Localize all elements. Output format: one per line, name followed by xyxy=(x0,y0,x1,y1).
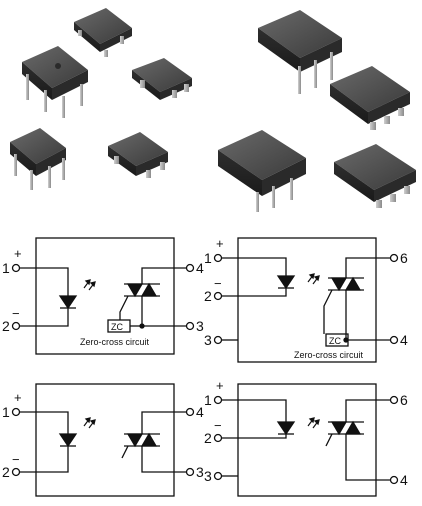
package-smd-4pin xyxy=(132,58,192,100)
led-diode-symbol xyxy=(58,295,78,310)
d2-zc-label: ZC xyxy=(329,336,341,346)
diagram-4pin-zero-cross xyxy=(11,237,195,355)
d1-pin3-label: 3 xyxy=(196,318,204,334)
d1-zc-label: ZC xyxy=(111,322,123,332)
d3-pin4-label: 4 xyxy=(196,404,204,420)
package-outline xyxy=(35,237,175,355)
d3-minus-label: − xyxy=(12,452,20,467)
diagram-6pin-zero-cross xyxy=(213,237,399,363)
d1-plus-label: + xyxy=(14,246,22,261)
zc-box xyxy=(325,333,349,347)
package-dip-6pin xyxy=(258,10,342,94)
d1-minus-label: − xyxy=(12,306,20,321)
diagram-6pin xyxy=(213,383,399,497)
d2-zc-caption: Zero-cross circuit xyxy=(294,350,364,360)
package-smd-4pin-lower xyxy=(108,132,168,178)
diagram-4pin xyxy=(11,383,195,497)
d2-pin3-label: 3 xyxy=(204,332,212,348)
package-smd-4pin-small xyxy=(74,8,132,57)
d4-pin1-label: 1 xyxy=(204,392,212,408)
package-dip-6pin-lower xyxy=(218,130,306,212)
d4-pin3-label: 3 xyxy=(204,468,212,484)
package-outline xyxy=(35,383,175,497)
d4-minus-label: − xyxy=(214,418,222,433)
d2-pin2-label: 2 xyxy=(204,288,212,304)
d4-pin2-label: 2 xyxy=(204,430,212,446)
d4-pin6-label: 6 xyxy=(400,392,408,408)
d2-plus-label: + xyxy=(216,236,224,251)
d4-plus-label: + xyxy=(216,378,224,393)
package-dip-4pin xyxy=(22,46,88,118)
d1-pin1-label: 1 xyxy=(2,260,10,276)
d2-minus-label: − xyxy=(214,276,222,291)
d1-zc-caption: Zero-cross circuit xyxy=(80,337,150,347)
zc-box xyxy=(107,319,131,333)
package-photos xyxy=(10,8,416,212)
d1-pin4-label: 4 xyxy=(196,260,204,276)
package-smd-6pin xyxy=(330,66,410,130)
d3-pin2-label: 2 xyxy=(2,464,10,480)
package-smd-6pin-lower xyxy=(334,144,416,208)
package-outline xyxy=(237,237,377,363)
light-coupling-arrows xyxy=(83,279,96,291)
d3-pin3-label: 3 xyxy=(196,464,204,480)
package-dip-4pin-lower xyxy=(10,128,66,190)
package-outline xyxy=(237,383,377,497)
d2-pin1-label: 1 xyxy=(204,250,212,266)
d2-pin4-label: 4 xyxy=(400,332,408,348)
d1-pin2-label: 2 xyxy=(2,318,10,334)
d3-pin1-label: 1 xyxy=(2,404,10,420)
d4-pin4-label: 4 xyxy=(400,472,408,488)
d3-plus-label: + xyxy=(14,390,22,405)
d2-pin6-label: 6 xyxy=(400,250,408,266)
